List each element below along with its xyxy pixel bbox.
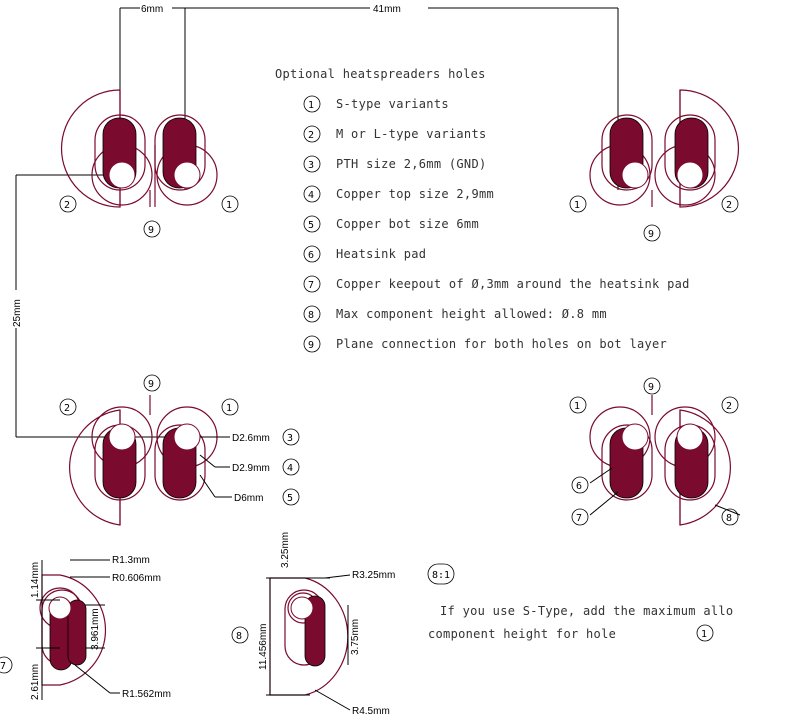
marker-9: 9	[148, 379, 154, 390]
dim-3961: 3.961mm	[90, 608, 101, 650]
marker-2: 2	[726, 401, 732, 412]
marker-4: 4	[287, 463, 293, 474]
legend-marker	[303, 95, 321, 113]
markers	[0, 195, 739, 674]
dim-375: 3.75mm	[350, 619, 361, 655]
note-line-1: If you use S-Type, add the maximum allo	[440, 604, 733, 618]
note-line-2: component height for hole	[428, 627, 616, 641]
legend-item-text: PTH size 2,6mm (GND)	[336, 157, 487, 171]
callout-d29: D2.9mm	[232, 463, 270, 474]
legend-number: 5	[308, 220, 314, 231]
legend-number: 9	[308, 340, 314, 351]
dim-114: 1.14mm	[30, 562, 41, 598]
legend-item-text: Heatsink pad	[336, 247, 426, 261]
marker-1: 1	[226, 403, 232, 414]
callout-d6: D6mm	[234, 493, 263, 504]
legend-marker	[303, 155, 321, 173]
legend-number: 6	[308, 250, 314, 261]
legend-number: 7	[308, 280, 314, 291]
marker-7: 7	[576, 513, 582, 524]
marker-6: 6	[576, 481, 582, 492]
dim-11456: 11.456mm	[258, 623, 269, 670]
legend-number: 2	[308, 130, 314, 141]
marker-8: 8	[726, 513, 732, 524]
note-marker-1: 1	[701, 629, 707, 640]
legend-marker	[303, 215, 321, 233]
legend-title: Optional heatspreaders holes	[275, 67, 486, 81]
marker-7: 7	[0, 661, 6, 672]
marker-2: 2	[726, 200, 732, 211]
legend-item-text: M or L-type variants	[336, 127, 487, 141]
legend-marker	[303, 245, 321, 263]
dim-6mm: 6mm	[141, 4, 163, 15]
legend-list: 1 S-type variants 2 M or L-type variants 3 PT…	[303, 95, 690, 353]
marker-8: 8	[236, 631, 242, 642]
callout-d26: D2.6mm	[232, 433, 270, 444]
callout-r13: R1.3mm	[112, 555, 150, 566]
dimension-top	[15, 7, 619, 438]
marker-3: 3	[287, 433, 293, 444]
marker-9: 9	[648, 382, 654, 393]
marker-1: 1	[574, 401, 580, 412]
legend-marker	[303, 275, 321, 293]
callout-r0606: R0.606mm	[112, 573, 161, 584]
marker-5: 5	[287, 493, 293, 504]
callout-r1562: R1.562mm	[122, 689, 171, 700]
marker-1: 1	[574, 200, 580, 211]
legend-item-text: Copper top size 2,9mm	[336, 187, 494, 201]
legend-item-text: Plane connection for both holes on bot l…	[336, 337, 667, 351]
callout-leaders-mid-left	[199, 436, 232, 498]
legend-item-text: Max component height allowed: Ø.8 mm	[336, 307, 607, 321]
legend-number: 3	[308, 160, 314, 171]
legend-item-text: Copper bot size 6mm	[336, 217, 479, 231]
scale-label: 8:1	[432, 570, 450, 581]
marker-2: 2	[64, 200, 70, 211]
legend-marker	[303, 185, 321, 203]
legend-item-text: S-type variants	[336, 97, 449, 111]
dim-25mm: 25mm	[12, 299, 23, 327]
dim-41mm: 41mm	[373, 4, 401, 15]
callout-r45: R4.5mm	[352, 706, 390, 717]
legend-number: 1	[308, 100, 314, 111]
legend-number: 4	[308, 190, 314, 201]
legend-item-text: Copper keepout of Ø,3mm around the heats…	[336, 277, 690, 291]
legend-number: 8	[308, 310, 314, 321]
dim-325: 3.25mm	[280, 532, 291, 568]
legend-marker	[303, 335, 321, 353]
marker-1: 1	[226, 200, 232, 211]
callout-r325: R3.25mm	[352, 570, 395, 581]
marker-9: 9	[148, 225, 154, 236]
marker-2: 2	[64, 403, 70, 414]
legend-marker	[303, 125, 321, 143]
marker-9: 9	[648, 229, 654, 240]
dim-261: 2.61mm	[30, 664, 41, 700]
legend-marker	[303, 305, 321, 323]
